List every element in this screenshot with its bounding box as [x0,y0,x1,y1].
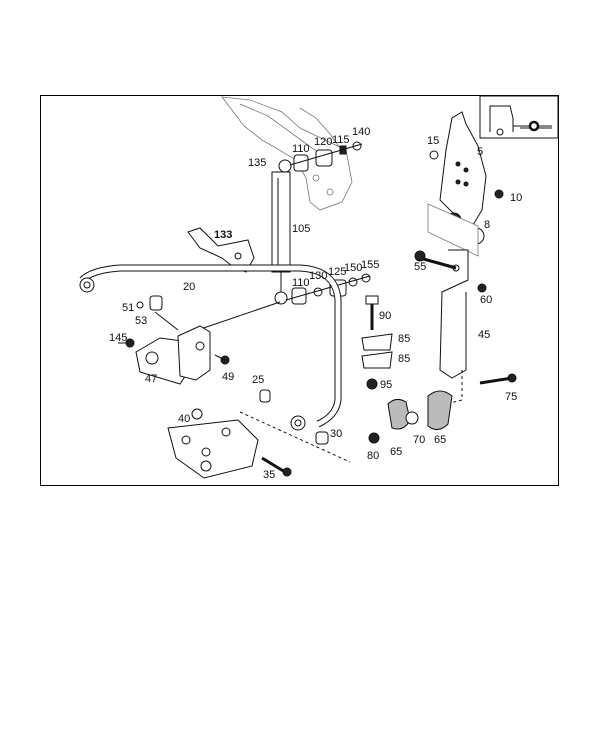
label-45: 45 [478,329,490,341]
label-60: 60 [480,294,492,306]
label-105: 105 [292,223,310,235]
label-90: 90 [379,310,391,322]
label-125: 125 [328,266,346,278]
upper-bushing-set [289,141,363,172]
stabilizer-bar [79,264,342,431]
bracket-assembly-47 [118,295,230,385]
label-145: 145 [109,332,127,344]
label-5: 5 [477,146,483,158]
clamp-set [361,295,393,390]
link-45 [414,249,517,405]
label-140: 140 [352,126,370,138]
vehicle-location-icon [479,95,559,139]
label-75: 75 [505,391,517,403]
part-labels: 5 8 10 15 20 25 30 35 40 45 47 49 51 53 … [109,126,522,481]
label-85-upper: 85 [398,333,410,345]
label-35: 35 [263,469,275,481]
label-95: 95 [380,379,392,391]
label-155: 155 [361,259,379,271]
label-15: 15 [427,135,439,147]
label-85-lower: 85 [398,353,410,365]
label-55: 55 [414,261,426,273]
mounting-plate [167,389,351,479]
label-47: 47 [145,373,157,385]
label-110-upper: 110 [292,143,310,155]
label-25: 25 [252,374,264,386]
label-120: 120 [314,136,332,148]
label-150: 150 [344,262,362,274]
label-10: 10 [510,192,522,204]
label-49: 49 [222,371,234,383]
label-133: 133 [214,229,232,241]
label-53: 53 [135,315,147,327]
label-30: 30 [330,428,342,440]
label-65-right: 65 [434,434,446,446]
label-8: 8 [484,219,490,231]
label-135: 135 [248,157,266,169]
label-65-left: 65 [390,446,402,458]
shock-absorber [271,159,292,305]
label-20: 20 [183,281,195,293]
label-115: 115 [332,134,350,146]
label-51: 51 [122,302,134,314]
label-110-lower: 110 [292,277,310,289]
label-80: 80 [367,450,379,462]
label-130: 130 [309,270,327,282]
label-40: 40 [178,413,190,425]
right-bracket-plate [427,111,504,257]
rubber-mounts [368,390,453,444]
label-70: 70 [413,434,425,446]
